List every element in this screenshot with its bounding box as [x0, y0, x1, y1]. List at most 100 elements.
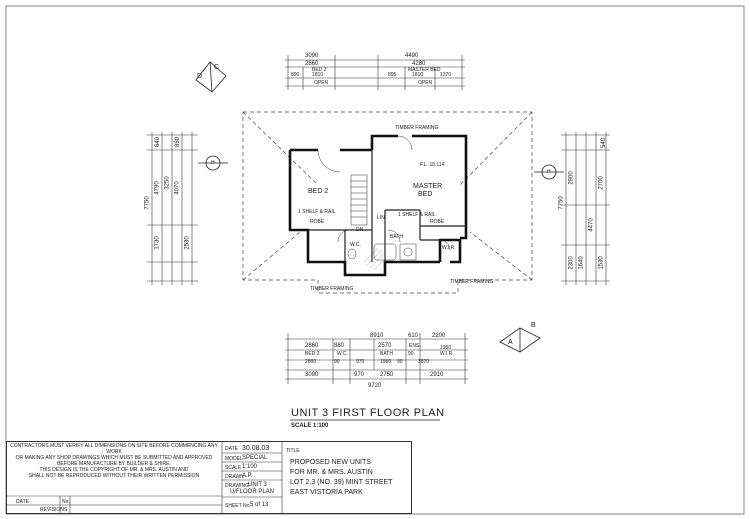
disclaimer-line-3: BEFORE MANUFACTURE BY BUILDER & SHIRE. — [57, 461, 171, 467]
date-column-label: DATE — [16, 499, 29, 505]
sheet-label: SHEET No. — [225, 503, 251, 509]
dim-left-850: 850 — [175, 136, 182, 148]
bottom-dimension-lines — [285, 333, 468, 384]
date-value: 30.08.03 — [242, 445, 270, 452]
bath-fixtures — [347, 243, 417, 261]
room-bath: BATH — [390, 234, 403, 240]
dim-top-bed2-label: BED 2 — [312, 67, 327, 73]
top-dimension-lines — [285, 55, 465, 90]
drawing-label: DRAWING — [225, 483, 249, 489]
dim-right-1640: 1640 — [578, 256, 585, 270]
disclaimer-line-5: SHALL NOT BE REPRODUCED WITHOUT THEIR WR… — [28, 473, 200, 479]
dim-top-1370: 1370 — [440, 72, 452, 78]
dim-bottom-r2-2: BATH — [380, 351, 393, 357]
room-wir: W.I.R. — [442, 245, 456, 251]
dim-top-open-a: OPEN — [314, 80, 329, 86]
section-marker-h-right — [534, 164, 564, 180]
room-wc: W.C. — [350, 242, 361, 248]
dim-bottom-9720: 9720 — [368, 383, 382, 389]
right-dimension-lines — [561, 132, 610, 285]
note-shelf-rail-2: 1 SHELF & RAIL — [398, 212, 436, 218]
dim-top-1810a: 1810 — [312, 72, 324, 78]
dim-bottom-r4-0: 3090 — [305, 372, 319, 378]
plan-title: UNIT 3 FIRST FLOOR PLAN — [291, 407, 445, 419]
drawing-value-1: UNIT 3 — [248, 482, 267, 488]
room-lin: LIN — [377, 215, 385, 221]
dim-bottom-r2-4: W.I.R. — [440, 351, 454, 357]
dim-right-1530: 1530 — [598, 256, 605, 270]
dim-left-2530: 2530 — [184, 236, 191, 250]
note-fl-level: F.L. 18.114 — [420, 162, 445, 168]
dim-right-2900: 2900 — [568, 171, 575, 185]
roof-outline — [242, 111, 533, 294]
dim-left-640: 640 — [155, 136, 162, 148]
model-label: MODEL — [225, 456, 243, 462]
section-letter-a: A — [508, 339, 513, 346]
project-line-4: EAST VISTORIA PARK — [290, 489, 363, 496]
section-marker-dc — [195, 61, 227, 93]
dim-bottom-r3-3: 1960 — [380, 359, 392, 365]
section-letter-c: C — [214, 64, 220, 71]
dim-bottom-r3-6: 90 — [397, 359, 403, 365]
dim-top-1810b: 1810 — [412, 72, 424, 78]
dim-left-4070: 4070 — [174, 181, 181, 195]
drawing-value-2: U/FLOOR PLAN — [230, 489, 275, 495]
disclaimer-text: CONTRACTORS MUST VERIFY ALL DIMENSIONS O… — [8, 443, 220, 479]
section-marker-ab — [499, 327, 541, 353]
dim-left-7750: 7750 — [144, 196, 151, 210]
dim-top-master-label: MASTER BED — [408, 67, 441, 73]
dim-top-open-b: OPEN — [418, 80, 433, 86]
title-block-lines — [6, 441, 283, 514]
section-letter-h-right: H — [547, 169, 551, 175]
section-letter-b: B — [531, 322, 536, 329]
dim-right-2300: 2300 — [568, 256, 575, 270]
note-robe-master: ROBE — [430, 219, 445, 225]
room-bed2: BED 2 — [308, 188, 329, 195]
stair — [350, 174, 368, 226]
dim-top-895: 895 — [388, 72, 397, 78]
dim-bottom-r2-1: W.C. — [337, 351, 348, 357]
section-letter-d: D — [197, 73, 203, 80]
dim-bottom-r4-3: 2910 — [430, 372, 444, 378]
dim-bottom-8910: 8910 — [370, 333, 384, 339]
disclaimer-line-2: OR MAKING ANY SHOP DRAWINGS WHICH MUST B… — [15, 455, 213, 461]
dim-bottom-r1-0: 2860 — [305, 343, 319, 349]
dim-bottom-r3-2: 970 — [356, 359, 365, 365]
drawn-label: DRAWN — [225, 474, 244, 480]
wet-area-hatching — [363, 247, 385, 271]
dim-bottom-r2-3: ENS. — [409, 343, 421, 349]
dim-bottom-r3-4: 90 — [408, 351, 414, 357]
dim-bottom-r1-2: 2570 — [378, 343, 392, 349]
no-column-label: No. — [62, 499, 70, 505]
note-timber-bottom-left: TIMBER FRAMING — [310, 286, 354, 292]
dim-bottom-r4-2: 2750 — [380, 372, 394, 378]
scale-label: SCALE — [225, 465, 242, 471]
note-timber-bottom-right: TIMBER FRAMING — [450, 279, 494, 285]
revisions-label: REVISIONS — [40, 507, 68, 513]
door-swings — [317, 135, 451, 251]
dim-left-3250: 3250 — [164, 176, 171, 190]
room-master-bed-2: BED — [418, 191, 433, 198]
stair-dn: DN — [356, 227, 364, 233]
dim-bottom-r4-1: 970 — [354, 372, 365, 378]
dim-bottom-r1-1: 880 — [334, 343, 345, 349]
project-line-2: FOR MR. & MRS. AUSTIN — [290, 469, 373, 476]
plan-scale: SCALE 1:100 — [291, 423, 329, 429]
model-value: SPECIAL — [242, 455, 268, 461]
note-shelf-rail-1: 1 SHELF & RAIL — [298, 209, 336, 215]
project-line-1: PROPOSED NEW UNITS — [290, 459, 371, 466]
dim-top-3090: 3090 — [305, 53, 319, 59]
section-letter-h-left: H — [211, 160, 215, 166]
dim-top-2860: 2860 — [305, 61, 319, 67]
dim-right-540: 540 — [601, 137, 608, 149]
dim-bottom-r3-5: 1950 — [440, 345, 452, 351]
title-label: TITLE — [286, 448, 300, 454]
note-robe-bed2: ROBE — [310, 219, 325, 225]
dim-top-890: 890 — [291, 72, 300, 78]
dim-top-4490: 4490 — [405, 53, 419, 59]
dim-right-7750: 7750 — [558, 196, 565, 210]
dim-left-1730: 1730 — [154, 236, 161, 250]
section-marker-h-left — [198, 155, 228, 171]
title-block — [6, 441, 412, 514]
disclaimer-line-4: THIS DESIGN IS THE COPYRIGHT OF MR. & MR… — [39, 467, 189, 473]
